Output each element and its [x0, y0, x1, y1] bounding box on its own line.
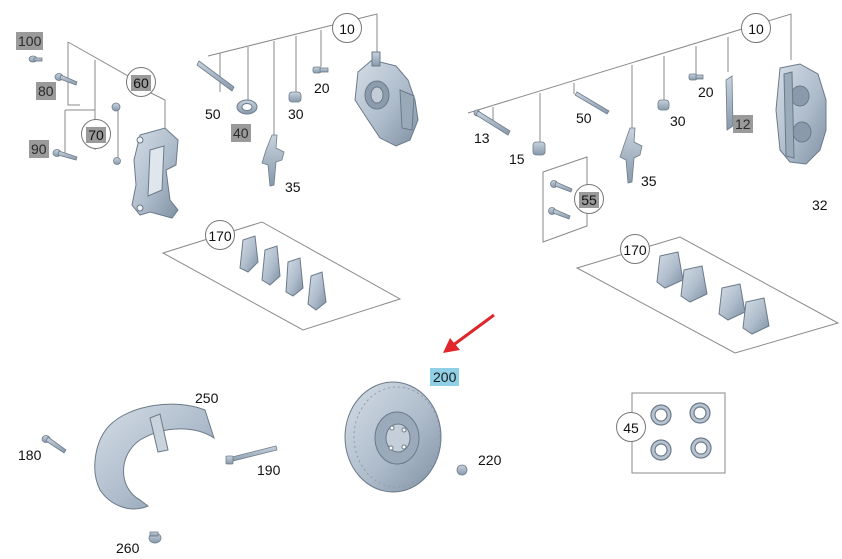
brake-pads-170-right[interactable]	[656, 251, 770, 335]
label-30-right[interactable]: 30	[670, 113, 686, 129]
callout-55-text: 55	[579, 192, 599, 208]
callout-170-right[interactable]: 170	[620, 234, 650, 264]
screw-220[interactable]	[456, 464, 468, 476]
label-50-right[interactable]: 50	[576, 110, 592, 126]
label-260[interactable]: 260	[116, 540, 140, 556]
callout-10-right[interactable]: 10	[741, 13, 771, 43]
bolt-80[interactable]	[54, 73, 78, 86]
label-180[interactable]: 180	[18, 447, 42, 463]
callout-60-text: 60	[131, 75, 151, 91]
callout-45[interactable]: 45	[616, 412, 646, 442]
spring-clip-35[interactable]	[261, 134, 285, 187]
label-220[interactable]: 220	[478, 452, 502, 468]
callout-70[interactable]: 70	[81, 119, 111, 149]
bolts-55[interactable]	[548, 180, 573, 220]
seal-kit-45[interactable]	[650, 402, 712, 461]
label-50-left[interactable]: 50	[205, 106, 221, 122]
wear-sensor-12[interactable]	[725, 75, 734, 131]
bolt-13[interactable]	[473, 109, 511, 136]
bolt-100[interactable]	[28, 55, 43, 63]
callout-55[interactable]: 55	[574, 184, 604, 214]
guide-pin-50[interactable]	[196, 60, 235, 92]
plug-15[interactable]	[532, 141, 546, 156]
label-40[interactable]: 40	[231, 124, 251, 142]
label-35-left[interactable]: 35	[285, 179, 301, 195]
bolt-90[interactable]	[52, 149, 78, 161]
brake-disc-200[interactable]	[344, 381, 442, 493]
label-100[interactable]: 100	[16, 32, 44, 50]
leader-lines	[64, 13, 840, 474]
label-80[interactable]: 80	[36, 82, 56, 100]
dust-shield-250[interactable]	[94, 403, 215, 510]
callout-60[interactable]: 60	[126, 67, 156, 97]
seal-ring-40[interactable]	[236, 99, 258, 115]
bolt-180[interactable]	[41, 435, 67, 454]
highlight-arrow	[443, 313, 495, 353]
caliper-right-10[interactable]	[775, 63, 827, 165]
sensor-190[interactable]	[225, 445, 278, 465]
spring-clip-35-right[interactable]	[619, 127, 643, 184]
nut-70[interactable]	[111, 102, 121, 165]
label-250[interactable]: 250	[195, 390, 219, 406]
bleeder-screw-20-right[interactable]	[688, 73, 704, 81]
label-90[interactable]: 90	[29, 140, 49, 158]
label-32[interactable]: 32	[812, 197, 828, 213]
caliper-left-10[interactable]	[354, 51, 419, 147]
bleeder-screw-20[interactable]	[312, 66, 329, 74]
label-30-left[interactable]: 30	[288, 106, 304, 122]
brake-pads-170-left[interactable]	[239, 235, 327, 311]
bleeder-cap-30[interactable]	[288, 91, 302, 103]
label-20-left[interactable]: 20	[314, 80, 330, 96]
label-200[interactable]: 200	[430, 368, 460, 386]
callout-170-left[interactable]: 170	[205, 220, 235, 250]
callout-70-text: 70	[86, 127, 106, 143]
label-13[interactable]: 13	[474, 130, 490, 146]
guide-pin-50-right[interactable]	[574, 91, 610, 115]
bleeder-cap-30-right[interactable]	[657, 99, 670, 111]
label-12[interactable]: 12	[733, 115, 753, 133]
callout-10-left[interactable]: 10	[332, 13, 362, 43]
caliper-bracket-60[interactable]	[131, 127, 179, 219]
label-15[interactable]: 15	[509, 151, 525, 167]
label-35-right[interactable]: 35	[641, 173, 657, 189]
bolt-260[interactable]	[148, 531, 162, 544]
label-190[interactable]: 190	[257, 462, 281, 478]
label-20-right[interactable]: 20	[698, 84, 714, 100]
